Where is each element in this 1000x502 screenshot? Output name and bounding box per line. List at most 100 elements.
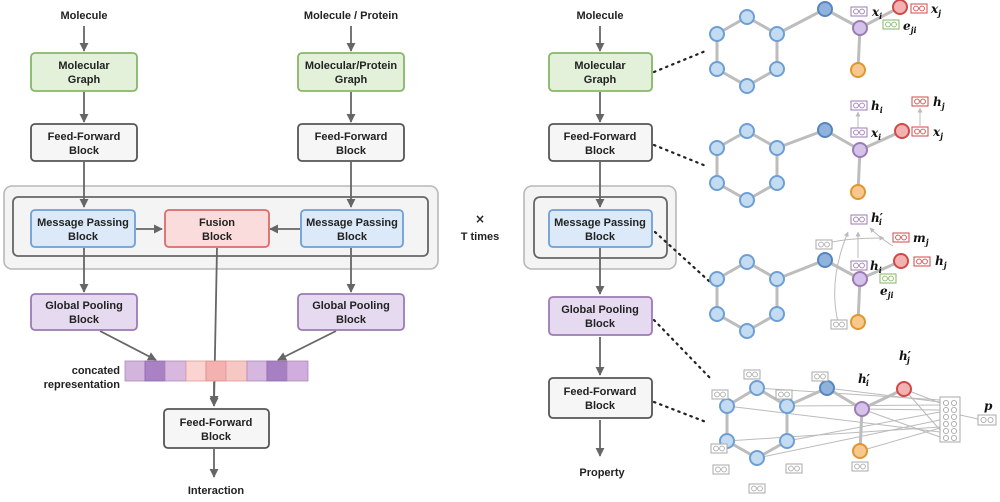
atom-node-j	[896, 381, 912, 397]
atom-node	[709, 26, 725, 42]
neighbor-message-vector	[815, 239, 833, 250]
atom-node	[739, 254, 755, 270]
node-embedding-vector	[712, 464, 730, 475]
atom-node	[769, 140, 785, 156]
label-eji-3: eji	[880, 284, 894, 300]
label-mj: mj	[913, 231, 929, 247]
output-interaction-label: Interaction	[188, 485, 245, 497]
dotted-connector	[652, 318, 714, 382]
node-embedding-vector	[775, 389, 793, 400]
atom-node	[819, 380, 835, 396]
feature-vector-xi-2	[850, 127, 868, 138]
block-title: Feed-Forward	[48, 131, 121, 143]
atom-node	[769, 306, 785, 322]
atom-node	[769, 271, 785, 287]
block-subtitle: Block	[201, 431, 232, 443]
atom-node	[739, 192, 755, 208]
left-loop-outline	[12, 196, 429, 257]
label-hpi-4: h′i	[858, 372, 871, 388]
label-hj: hj	[933, 95, 945, 111]
atom-node-j	[894, 123, 910, 139]
message-arrow	[869, 227, 894, 247]
atom-node-j	[893, 253, 909, 269]
atom-node	[779, 398, 795, 414]
block-subtitle: Block	[585, 145, 616, 157]
input-molecule-label: Molecule	[60, 10, 107, 22]
label-hpj-4: h′j	[899, 349, 912, 365]
block-subtitle: Block	[336, 145, 367, 157]
arrow	[277, 330, 337, 361]
block-subtitle: Block	[585, 231, 616, 243]
block-subtitle: Block	[337, 231, 368, 243]
atom-node	[739, 78, 755, 94]
dotted-connector	[653, 230, 712, 284]
atom-node	[709, 175, 725, 191]
message-arrow	[825, 235, 885, 245]
block-subtitle: Block	[202, 231, 233, 243]
block-subtitle: Graph	[68, 74, 101, 86]
input-molecule-label-right: Molecule	[576, 10, 623, 22]
atom-node	[850, 62, 866, 78]
right-loop-outline	[533, 196, 668, 259]
block-subtitle: Block	[68, 231, 99, 243]
block-title: Message Passing	[554, 217, 646, 229]
block-title: Message Passing	[306, 217, 398, 229]
feature-vector-xj	[910, 3, 928, 14]
input-protein-label: Molecule / Protein	[304, 10, 398, 22]
feature-vector-hj-3	[913, 256, 931, 267]
label-hj-3: hj	[935, 254, 947, 270]
concat-vector	[124, 360, 309, 382]
label-xi: xi	[871, 5, 882, 21]
feature-vector-hpi	[850, 214, 868, 225]
label-xj: xj	[930, 2, 941, 18]
prediction-vector	[977, 414, 997, 426]
atom-node	[769, 26, 785, 42]
label-xj-2: xj	[932, 125, 943, 141]
block-title: Molecular/Protein	[305, 60, 398, 72]
label-p: p	[984, 399, 993, 413]
node-embedding-vector	[785, 463, 803, 474]
block-subtitle: Block	[585, 400, 616, 412]
block-title: Global Pooling	[312, 300, 390, 312]
atom-node-i	[852, 20, 868, 36]
atom-node	[709, 140, 725, 156]
atom-node-i	[852, 271, 868, 287]
atom-node	[739, 323, 755, 339]
node-embedding-vector	[748, 483, 766, 494]
feature-vector-eji	[882, 19, 900, 30]
atom-node	[817, 252, 833, 268]
block-subtitle: Graph	[335, 74, 368, 86]
atom-node	[709, 306, 725, 322]
feature-vector-xi	[850, 6, 868, 17]
feature-vector-eji-3	[879, 273, 897, 284]
molecule-graph-panel-3: h′i mj hi hj eji	[709, 211, 947, 339]
output-property-label: Property	[579, 467, 625, 479]
atom-node	[850, 184, 866, 200]
label-hi-3: hi	[870, 259, 882, 275]
